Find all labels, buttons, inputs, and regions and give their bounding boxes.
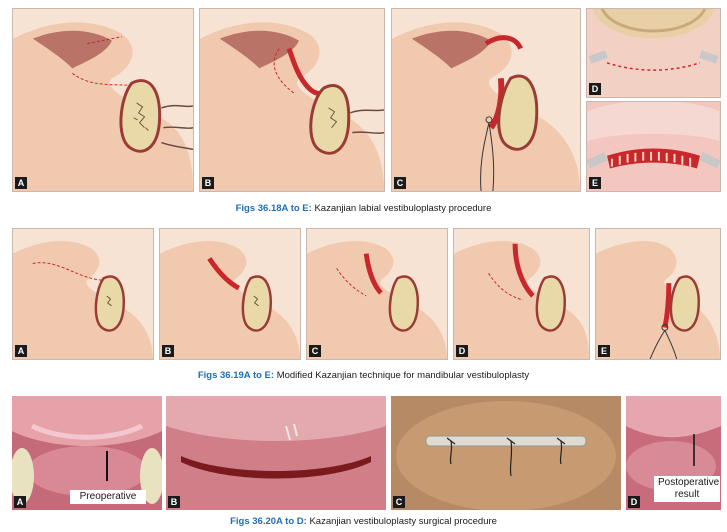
clinical-photo-stent: [391, 396, 621, 510]
figure-36-20-photo-d: Postoperative result D: [626, 396, 721, 510]
figure-36-18-panel-a: A: [12, 8, 194, 192]
figure-36-20-photo-c: C: [391, 396, 621, 510]
panel-letter: B: [162, 345, 174, 357]
mandible-front-view-illustration: [587, 102, 720, 191]
lip-cross-section-illustration: [13, 9, 193, 191]
figure-36-18-caption: Figs 36.18A to E: Kazanjian labial vesti…: [0, 203, 727, 214]
lip-cross-section-illustration: [13, 229, 153, 359]
figure-36-19-panel-a: A: [12, 228, 154, 360]
figure-36-18-panel-c: C: [391, 8, 581, 192]
lip-cross-section-illustration: [454, 229, 589, 359]
panel-letter: D: [628, 496, 640, 508]
postoperative-result-label: Postoperative result: [654, 476, 720, 502]
figure-title: Modified Kazanjian technique for mandibu…: [277, 370, 529, 381]
mandible-front-view-illustration: [587, 9, 720, 97]
figure-36-20-photo-b: B: [166, 396, 386, 510]
panel-letter: E: [598, 345, 610, 357]
figure-title: Kazanjian vestibuloplasty surgical proce…: [309, 516, 496, 527]
figure-36-19-panel-d: D: [453, 228, 590, 360]
panel-letter: B: [168, 496, 180, 508]
lip-cross-section-illustration: [392, 9, 580, 191]
figure-36-20-caption: Figs 36.20A to D: Kazanjian vestibulopla…: [0, 516, 727, 527]
figure-number: Figs 36.19A to E:: [198, 370, 274, 381]
panel-letter: A: [14, 496, 26, 508]
panel-letter: C: [393, 496, 405, 508]
panel-letter: C: [394, 177, 406, 189]
postoperative-label-line2: result: [658, 489, 716, 501]
lip-cross-section-illustration: [160, 229, 300, 359]
panel-letter: D: [456, 345, 468, 357]
panel-letter: A: [15, 345, 27, 357]
lip-cross-section-illustration: [200, 9, 384, 191]
lip-cross-section-illustration: [596, 229, 720, 359]
figure-36-19-caption: Figs 36.19A to E: Modified Kazanjian tec…: [0, 370, 727, 381]
figure-36-18-panel-e: E: [586, 101, 721, 192]
figure-36-19-panel-e: E: [595, 228, 721, 360]
panel-letter: C: [309, 345, 321, 357]
figure-number: Figs 36.20A to D:: [230, 516, 307, 527]
lip-cross-section-illustration: [307, 229, 447, 359]
figure-36-18-panel-b: B: [199, 8, 385, 192]
panel-letter: D: [589, 83, 601, 95]
panel-letter: E: [589, 177, 601, 189]
figure-36-19-panel-b: B: [159, 228, 301, 360]
figure-number: Figs 36.18A to E:: [236, 203, 312, 214]
figure-36-20-photo-a: Preoperative A: [12, 396, 162, 510]
preoperative-label: Preoperative: [70, 490, 146, 504]
panel-letter: B: [202, 177, 214, 189]
figure-36-18-panel-d: D: [586, 8, 721, 98]
clinical-photo-incision: [166, 396, 386, 510]
figure-title: Kazanjian labial vestibuloplasty procedu…: [314, 203, 491, 214]
figure-36-19-panel-c: C: [306, 228, 448, 360]
postoperative-label-line1: Postoperative: [658, 477, 716, 489]
panel-letter: A: [15, 177, 27, 189]
